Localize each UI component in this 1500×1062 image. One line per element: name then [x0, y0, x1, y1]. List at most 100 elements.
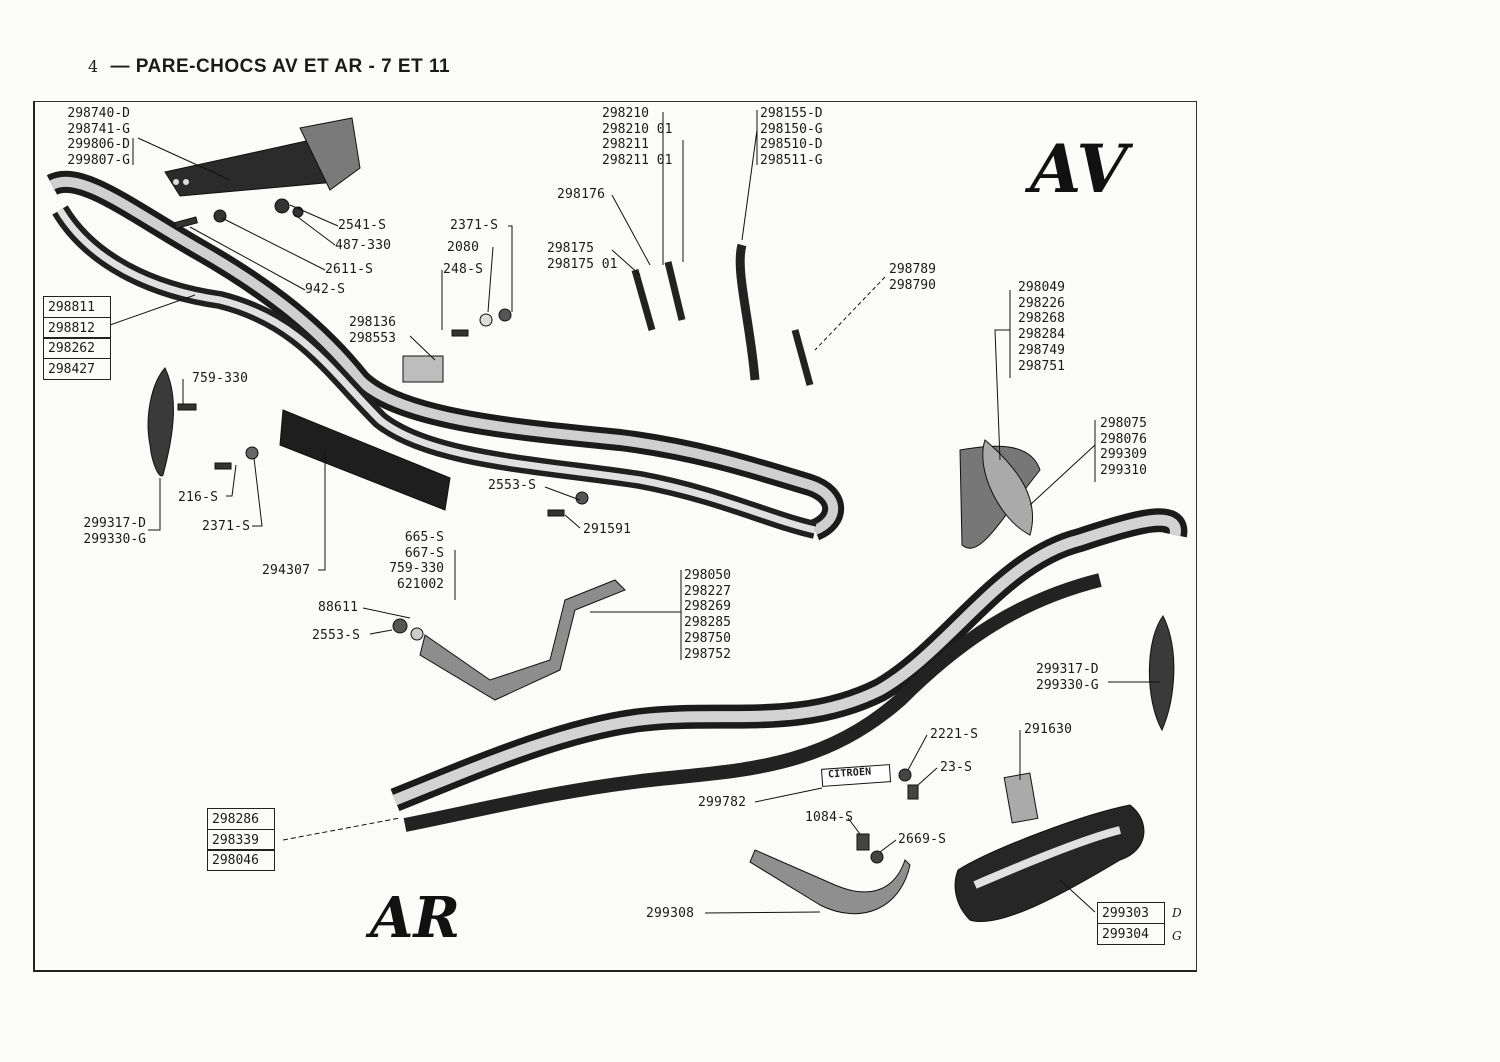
part-ref: 298049	[1018, 280, 1065, 295]
rear-bumper	[390, 508, 1188, 832]
part-ref: 298155-D	[760, 106, 823, 121]
rear-overrider	[1148, 615, 1175, 732]
badge-text: CITROËN	[827, 766, 872, 781]
part-ref: 298211 01	[602, 153, 673, 169]
part-ref: 298150-G	[760, 121, 823, 137]
part-ref: 759-330	[389, 561, 444, 577]
page-title: PARE-CHOCS AV ET AR - 7 ET 11	[135, 56, 451, 77]
label-2541: 2541-S	[338, 218, 387, 233]
label-23: 23-S	[940, 760, 973, 775]
part-ref-box: 298262	[43, 337, 111, 360]
part-ref: 298740-D	[67, 106, 130, 121]
label-2611: 2611-S	[325, 262, 374, 277]
part-ref-box: 298427	[43, 358, 111, 381]
rear-clip	[1003, 772, 1039, 824]
label-248: 248-S	[443, 262, 484, 277]
spring-refs: 298049 298226 298268 298284 298749 29875…	[1018, 280, 1065, 374]
label-216: 216-S	[178, 490, 219, 505]
rear-overrider-refs: 299317-D 299330-G	[1036, 662, 1099, 693]
part-ref: 299806-D	[67, 137, 130, 153]
label-2669: 2669-S	[898, 832, 947, 847]
part-ref-box: 299303	[1097, 902, 1165, 924]
part-ref-box: 298812	[43, 316, 111, 339]
label-298176: 298176	[557, 187, 606, 202]
label-2371-center: 2371-S	[450, 218, 499, 233]
label-1084: 1084-S	[805, 810, 854, 825]
label-299782: 299782	[698, 795, 747, 810]
front-mount-bracket	[164, 117, 361, 197]
leader-lines	[109, 110, 1160, 914]
part-ref: 298285	[684, 615, 731, 631]
badge-plate	[820, 764, 892, 787]
part-ref: 667-S	[404, 545, 444, 561]
part-ref: 298075	[1100, 416, 1147, 431]
part-ref: 298789	[889, 262, 936, 277]
part-ref: 298751	[1018, 358, 1065, 374]
part-ref-box: 298811	[43, 296, 111, 318]
front-overrider-refs: 299317-D 299330-G	[66, 516, 146, 547]
clip-refs: 298789 298790	[889, 262, 936, 293]
part-ref: 298210	[602, 106, 649, 121]
part-ref: 298136	[349, 315, 396, 330]
part-ref: 298076	[1100, 431, 1147, 447]
mount-bracket-refs: 298740-D 298741-G 299806-D 299807-G	[52, 106, 130, 169]
label-759-front: 759-330	[192, 371, 249, 386]
part-ref-box: 298286	[207, 808, 275, 830]
part-ref: 299317-D	[83, 516, 146, 531]
part-ref: 298511-G	[760, 153, 823, 169]
stay-refs-a: 298210 298210 01 298211 298211 01	[602, 106, 672, 169]
rear-section-letter: AR	[370, 885, 460, 951]
part-ref: 298210 01	[602, 121, 673, 137]
corner-side-right: D	[1172, 906, 1182, 920]
part-ref-box: 299304	[1097, 922, 1165, 945]
part-ref-box: 298046	[207, 849, 275, 872]
label-2553-rear: 2553-S	[312, 628, 361, 643]
label-88611: 88611	[318, 600, 359, 615]
part-ref: 298050	[684, 568, 731, 583]
label-2371-left: 2371-S	[202, 519, 251, 534]
part-ref: 299330-G	[1036, 677, 1099, 693]
rear-hardware	[856, 768, 919, 864]
diagram-frame	[33, 101, 1197, 972]
part-ref: 298284	[1018, 327, 1065, 343]
part-ref: 298741-G	[67, 121, 130, 137]
hook-refs: 298155-D 298150-G 298510-D 298511-G	[760, 106, 823, 169]
pad-refs: 298075 298076 299309 299310	[1100, 416, 1147, 479]
page-number: 4	[88, 57, 99, 76]
part-ref: 298175	[547, 241, 594, 256]
part-ref: 298553	[349, 330, 396, 346]
front-bumper-ref-boxes: 298811 298812 298262 298427	[43, 296, 111, 381]
part-ref: 298790	[889, 277, 936, 293]
part-ref: 299310	[1100, 463, 1147, 479]
rear-bumper-ref-boxes: 298286 298339 298046	[207, 808, 275, 872]
rear-bracket-refs: 298050 298227 298269 298285 298750 29875…	[684, 568, 731, 662]
part-ref: 298227	[684, 583, 731, 599]
rear-bracket	[419, 579, 626, 701]
part-ref: 298211	[602, 137, 649, 153]
part-ref-box: 298339	[207, 828, 275, 851]
corner-side-left: G	[1172, 929, 1182, 943]
stay-refs-b: 298175 298175 01	[547, 241, 617, 272]
front-overrider	[147, 367, 174, 477]
part-ref: 299807-G	[67, 153, 130, 169]
plate-refs: 298136 298553	[349, 315, 396, 346]
rear-strap	[749, 849, 911, 915]
label-299308: 299308	[646, 906, 695, 921]
label-291630: 291630	[1024, 722, 1073, 737]
part-ref: 298752	[684, 646, 731, 662]
page-dash: —	[110, 56, 130, 77]
front-stays	[631, 243, 814, 386]
part-ref: 299317-D	[1036, 662, 1099, 677]
rear-corner-ref-boxes: 299303 299304	[1097, 902, 1165, 945]
part-ref: 299309	[1100, 447, 1147, 463]
part-ref: 298226	[1018, 295, 1065, 311]
part-ref: 298749	[1018, 342, 1065, 358]
label-942: 942-S	[305, 282, 346, 297]
part-ref: 298268	[1018, 311, 1065, 327]
part-ref: 298175 01	[547, 256, 618, 272]
front-bumper	[46, 170, 845, 541]
page-header: 4 — PARE-CHOCS AV ET AR - 7 ET 11	[88, 56, 450, 78]
part-ref: 621002	[397, 577, 444, 593]
front-spring-parts	[959, 439, 1041, 549]
